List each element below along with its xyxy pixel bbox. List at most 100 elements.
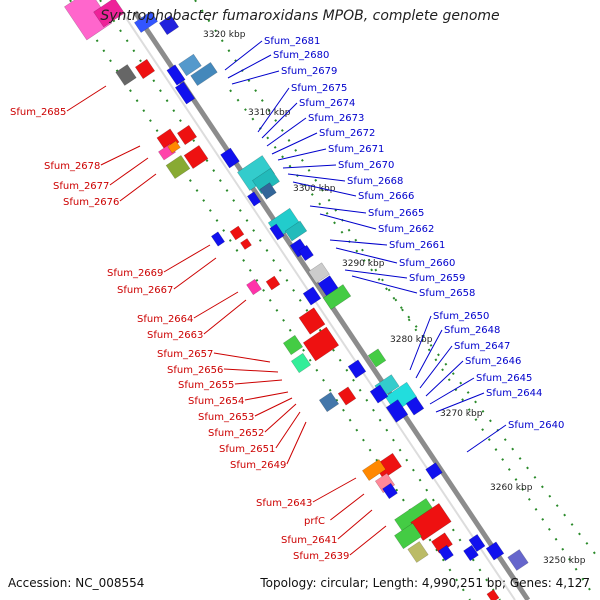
map-title: Syntrophobacter fumaroxidans MPOB, compl…: [100, 8, 500, 24]
reverse-gene-label: Sfum_2679: [281, 66, 337, 77]
reverse-gene-label: Sfum_2668: [347, 176, 403, 187]
forward-gene-leader: [66, 85, 107, 112]
reverse-gene-leader: [231, 70, 280, 85]
scale-label: 3280 kbp: [390, 335, 433, 345]
gene-block: [298, 307, 326, 335]
forward-gene-label: Sfum_2652: [208, 428, 264, 439]
gene-block: [485, 541, 505, 561]
gene-block: [382, 482, 398, 500]
gene-block: [362, 459, 386, 481]
scale-label: 3290 kbp: [342, 259, 385, 269]
forward-gene-label: Sfum_2643: [256, 498, 312, 509]
reverse-gene-leader: [271, 132, 318, 155]
gene-block: [394, 522, 422, 550]
forward-gene-leader: [100, 145, 141, 166]
gene-block: [322, 284, 352, 310]
reverse-gene-label: Sfum_2645: [476, 373, 532, 384]
gene-block: [134, 58, 156, 80]
gene-block: [438, 544, 454, 562]
reverse-gene-leader: [466, 424, 507, 453]
gene-block: [166, 64, 186, 86]
gene-block: [425, 462, 443, 480]
forward-gene-leader: [312, 477, 357, 503]
gene-block: [385, 399, 409, 423]
forward-gene-label: Sfum_2669: [107, 268, 163, 279]
gene-block: [229, 225, 245, 241]
forward-gene-label: Sfum_2664: [137, 314, 193, 325]
forward-gene-label: Sfum_2677: [53, 181, 109, 192]
reverse-gene-leader: [227, 54, 272, 79]
scale-label: 3320 kbp: [203, 30, 246, 40]
gene-block: [337, 386, 357, 406]
reverse-gene-leader: [266, 117, 307, 147]
gene-block: [302, 286, 322, 306]
gene-block: [486, 589, 500, 600]
reverse-gene-label: Sfum_2646: [465, 356, 521, 367]
forward-gene-leader: [119, 173, 157, 202]
forward-gene-leader: [234, 379, 283, 385]
gene-block: [183, 144, 209, 170]
topology-text: Topology: circular; Length: 4,990,251 bp…: [260, 576, 590, 590]
forward-gene-leader: [109, 157, 149, 186]
forward-gene-leader: [254, 397, 293, 417]
forward-gene-label: Sfum_2657: [157, 349, 213, 360]
reverse-gene-label: Sfum_2658: [419, 288, 475, 299]
gene-block: [134, 11, 158, 33]
reverse-gene-leader: [415, 329, 443, 379]
reverse-gene-label: Sfum_2650: [433, 311, 489, 322]
reverse-gene-leader: [282, 164, 337, 169]
gene-block: [347, 359, 367, 379]
reverse-gene-label: Sfum_2660: [399, 258, 455, 269]
reverse-gene-leader: [425, 360, 464, 397]
scale-label: 3250 kbp: [543, 556, 586, 566]
reverse-gene-label: Sfum_2681: [264, 36, 320, 47]
reverse-gene-leader: [419, 345, 453, 389]
forward-gene-label: Sfum_2651: [219, 444, 275, 455]
gene-block: [468, 534, 486, 552]
gene-block: [298, 244, 314, 262]
tick-track: [229, 89, 600, 561]
reverse-gene-leader: [409, 315, 432, 371]
forward-gene-label: Sfum_2639: [293, 551, 349, 562]
forward-gene-leader: [330, 493, 365, 521]
forward-gene-leader: [203, 299, 247, 335]
gene-block: [259, 182, 277, 200]
forward-gene-label: Sfum_2654: [188, 396, 244, 407]
reverse-gene-label: Sfum_2640: [508, 420, 564, 431]
forward-gene-leader: [163, 244, 211, 273]
gene-block: [246, 278, 262, 296]
gene-block: [158, 14, 180, 36]
gene-block: [190, 61, 218, 87]
backbone-shadow: [121, 11, 516, 600]
forward-gene-leader: [349, 525, 387, 556]
gene-block: [318, 391, 340, 413]
reverse-gene-label: Sfum_2661: [389, 240, 445, 251]
reverse-gene-leader: [435, 392, 485, 413]
forward-gene-label: Sfum_2655: [178, 380, 234, 391]
tick-track: [69, 0, 471, 600]
forward-gene-leader: [244, 391, 289, 401]
forward-gene-leader: [264, 403, 297, 433]
forward-gene-leader: [193, 291, 239, 319]
gene-block: [269, 223, 285, 241]
gene-block: [246, 191, 262, 207]
gene-block: [308, 262, 330, 284]
gene-block: [302, 326, 340, 362]
forward-gene-label: Sfum_2685: [10, 107, 66, 118]
reverse-gene-label: Sfum_2644: [486, 388, 542, 399]
gene-block: [265, 275, 281, 291]
tick-track: [194, 0, 591, 591]
gene-block: [405, 396, 425, 416]
scale-label: 3260 kbp: [490, 483, 533, 493]
gene-block: [284, 220, 308, 242]
reverse-gene-label: Sfum_2662: [378, 224, 434, 235]
reverse-gene-leader: [257, 87, 290, 133]
forward-gene-label: Sfum_2649: [230, 460, 286, 471]
reverse-gene-label: Sfum_2665: [368, 208, 424, 219]
forward-gene-leader: [286, 421, 307, 465]
forward-gene-label: Sfum_2676: [63, 197, 119, 208]
forward-gene-leader: [223, 368, 279, 373]
reverse-gene-leader: [261, 102, 298, 139]
reverse-gene-label: Sfum_2670: [338, 160, 394, 171]
